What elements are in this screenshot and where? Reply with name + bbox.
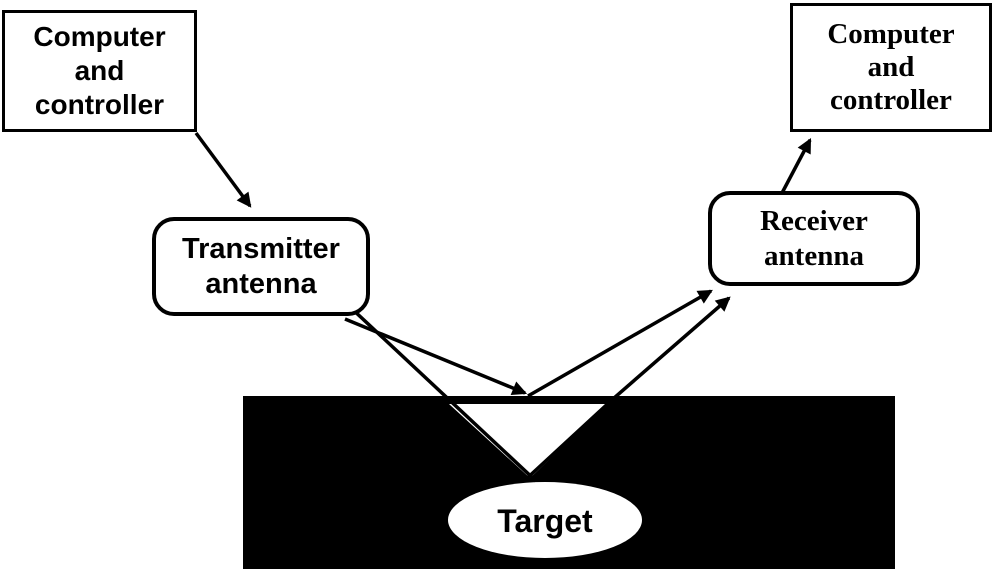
computer-controller-left-box: Computer and controller — [2, 10, 197, 132]
beam-notch-triangle — [449, 404, 608, 478]
transmitter-antenna-box: Transmitter antenna — [152, 217, 370, 316]
arrow-surface-to-receiver — [527, 289, 713, 398]
arrow-receiver-to-computer — [780, 138, 812, 194]
receiver-antenna-box: Receiver antenna — [708, 191, 920, 286]
arrow-transmitter-to-surface — [344, 317, 528, 396]
beam-target-to-receiver — [522, 296, 731, 483]
arrow-computer-to-transmitter — [194, 131, 252, 208]
computer-controller-right-box: Computer and controller — [790, 3, 992, 132]
target-ellipse — [448, 482, 642, 558]
target-label: Target — [497, 503, 593, 539]
beam-transmitter-to-target — [348, 305, 538, 483]
